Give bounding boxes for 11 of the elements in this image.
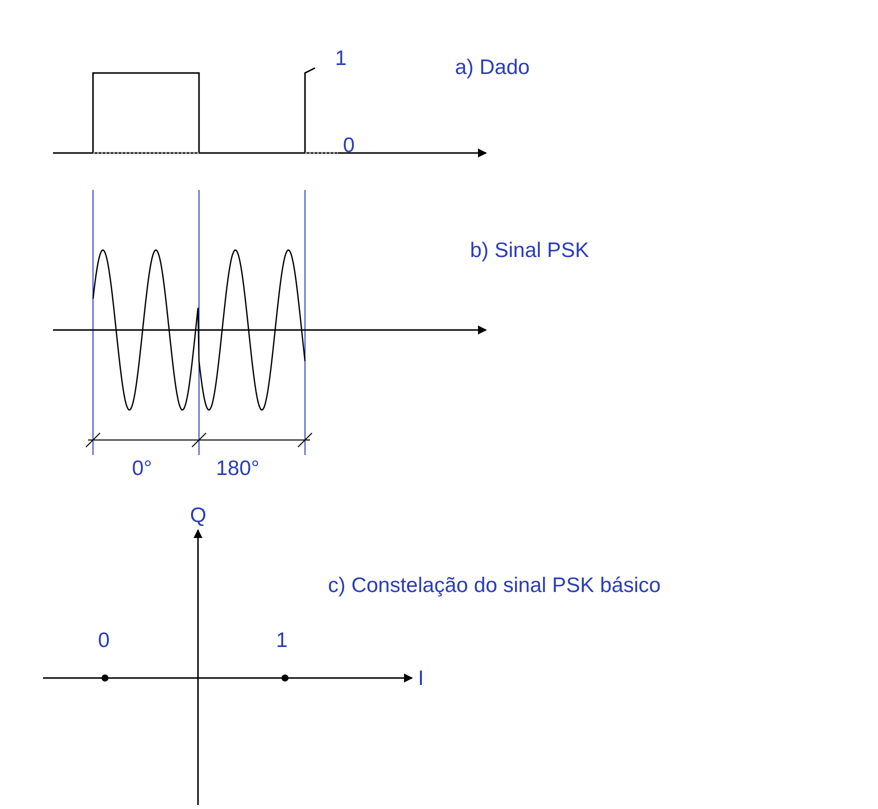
panel-title: c) Constelação do sinal PSK básico [328,575,661,596]
level-label: 1 [335,48,347,69]
angle-label: 180° [216,458,260,479]
point-label: 0 [98,630,110,651]
panel-title: a) Dado [455,57,530,78]
axis-label: I [418,668,424,689]
level-label: 0 [343,135,355,156]
panel-title: b) Sinal PSK [470,240,590,261]
axis-label: Q [190,505,206,526]
point-label: 1 [276,630,288,651]
angle-label: 0° [132,458,152,479]
